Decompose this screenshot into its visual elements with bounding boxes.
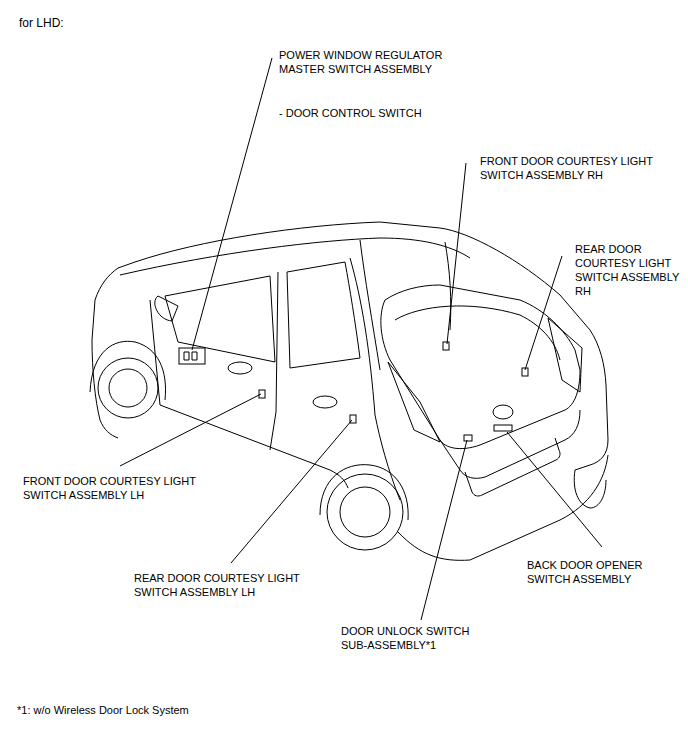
- leader-line: [421, 440, 467, 620]
- back-door-inner: [395, 306, 560, 360]
- rear-hub: [340, 487, 390, 537]
- front-door: [150, 300, 160, 405]
- footnote: *1: w/o Wireless Door Lock System: [16, 703, 338, 717]
- tail-light-rh: [548, 318, 582, 392]
- unlock-switch: [464, 435, 472, 441]
- leader-line: [507, 432, 602, 547]
- part-label: FRONT DOOR COURTESY LIGHT SWITCH ASSEMBL…: [479, 154, 681, 182]
- courtesy-switch: [259, 390, 265, 398]
- mirror: [155, 296, 178, 321]
- rear-window: [287, 262, 360, 368]
- tail-light-lh: [388, 362, 440, 442]
- car-body: [90, 222, 608, 560]
- part-label: - DOOR CONTROL SWITCH: [278, 106, 480, 120]
- front-bumper: [100, 420, 118, 438]
- front-arch: [90, 341, 166, 400]
- rear-arch: [320, 465, 408, 520]
- rear-quarter: [375, 415, 400, 500]
- leader-line: [120, 394, 261, 466]
- front-end: [92, 300, 100, 420]
- page-title: for LHD:: [18, 16, 65, 30]
- far-wheel: [574, 470, 606, 508]
- door-handle: [228, 362, 252, 374]
- rear-door-edge: [350, 258, 375, 415]
- part-label: DOOR UNLOCK SWITCH SUB-ASSEMBLY*1: [340, 624, 492, 652]
- plate-area: [465, 438, 560, 496]
- leader-lines: [120, 58, 602, 620]
- front-hub: [109, 369, 147, 407]
- opener-switch: [494, 425, 512, 431]
- roof-line: [120, 238, 470, 275]
- emblem: [493, 405, 513, 419]
- master-switch: [179, 348, 205, 364]
- part-label: REAR DOOR COURTESY LIGHT SWITCH ASSEMBLY…: [133, 571, 330, 599]
- front-wheel: [98, 358, 158, 418]
- part-label: BACK DOOR OPENER SWITCH ASSEMBLY: [526, 558, 684, 586]
- part-label: REAR DOOR COURTESY LIGHT SWITCH ASSEMBLY…: [574, 242, 684, 298]
- switch-parts: [179, 342, 528, 441]
- far-pillar: [360, 240, 380, 370]
- part-label: FRONT DOOR COURTESY LIGHT SWITCH ASSEMBL…: [22, 474, 224, 502]
- door-seam: [270, 272, 278, 450]
- back-door-glass: [381, 285, 580, 449]
- door-handle: [313, 396, 337, 408]
- rear-wheel: [327, 474, 403, 550]
- rear-bumper: [398, 455, 608, 560]
- back-door-panel: [440, 410, 580, 478]
- master-switch-keys: [184, 352, 197, 360]
- leader-line: [525, 256, 562, 370]
- leader-line: [192, 58, 272, 350]
- leader-line: [447, 163, 466, 344]
- courtesy-switch: [443, 342, 449, 350]
- part-label: POWER WINDOW REGULATOR MASTER SWITCH ASS…: [278, 48, 470, 76]
- leader-line: [231, 420, 352, 563]
- body-outline: [95, 222, 608, 470]
